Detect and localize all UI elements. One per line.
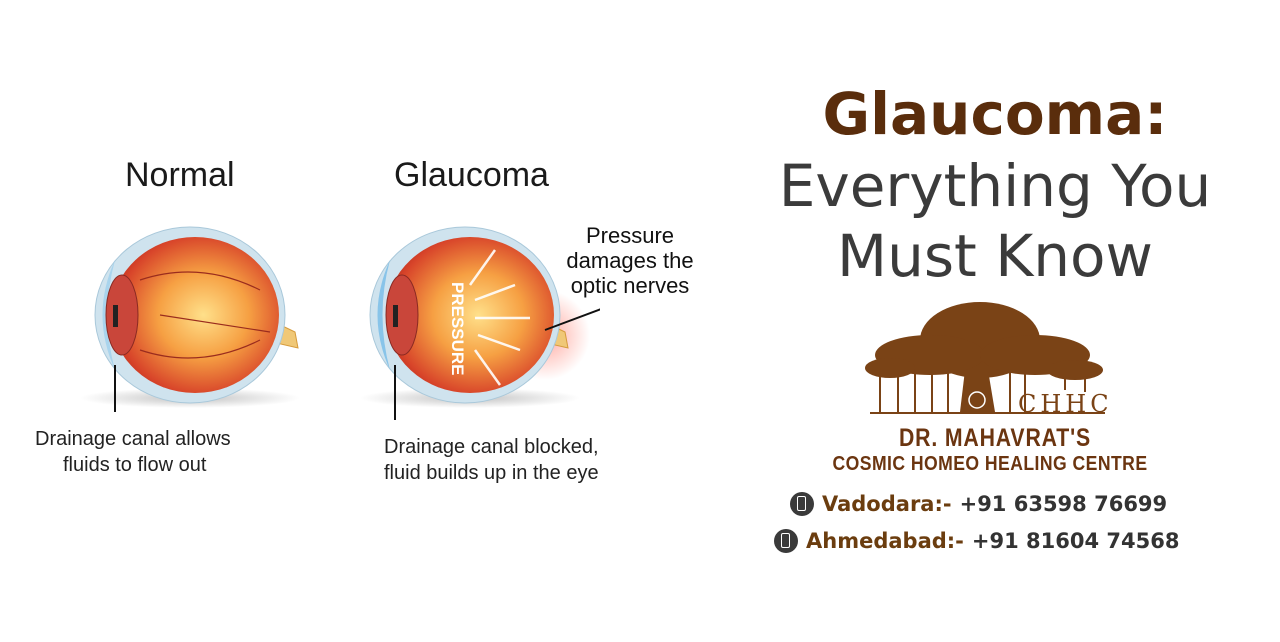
contact-vadodara: Vadodara:- +91 63598 76699 — [790, 492, 1167, 516]
callout-line3: optic nerves — [570, 273, 690, 298]
pressure-text: PRESSURE — [448, 282, 467, 376]
normal-eye-label: Normal — [125, 156, 235, 194]
headline-line3: Must Know — [837, 222, 1153, 290]
glaucoma-eye-label: Glaucoma — [394, 156, 549, 194]
headline-title: Glaucoma: — [822, 80, 1168, 148]
glaucoma-caption-line2: fluid builds up in the eye — [384, 462, 599, 484]
contact-number[interactable]: +91 63598 76699 — [959, 492, 1168, 516]
callout-line1: Pressure — [585, 223, 675, 248]
headline-line2: Everything You — [778, 152, 1212, 220]
contact-number[interactable]: +91 81604 74568 — [971, 529, 1180, 553]
brand-name: DR. MAHAVRAT'S — [898, 424, 1092, 452]
callout-line2: damages the — [566, 248, 694, 273]
normal-eye-illustration — [80, 226, 300, 412]
contact-city: Vadodara:- — [822, 492, 952, 516]
glaucoma-eye-illustration: PRESSURE — [360, 226, 600, 420]
normal-caption-line2: fluids to flow out — [63, 454, 207, 476]
phone-icon — [790, 492, 814, 516]
phone-icon — [774, 529, 798, 553]
optic-nerve-callout: Pressure damages the optic nerves — [545, 223, 715, 298]
normal-caption-line1: Drainage canal allows — [35, 428, 231, 450]
contact-ahmedabad: Ahmedabad:- +91 81604 74568 — [774, 529, 1179, 553]
contact-city: Ahmedabad:- — [806, 529, 964, 553]
brand-subtitle: COSMIC HOMEO HEALING CENTRE — [832, 453, 1148, 475]
logo-initials: CHHC — [1018, 390, 1110, 418]
glaucoma-caption-line1: Drainage canal blocked, — [384, 436, 599, 458]
banyan-tree-logo: CHHC — [865, 302, 1110, 418]
